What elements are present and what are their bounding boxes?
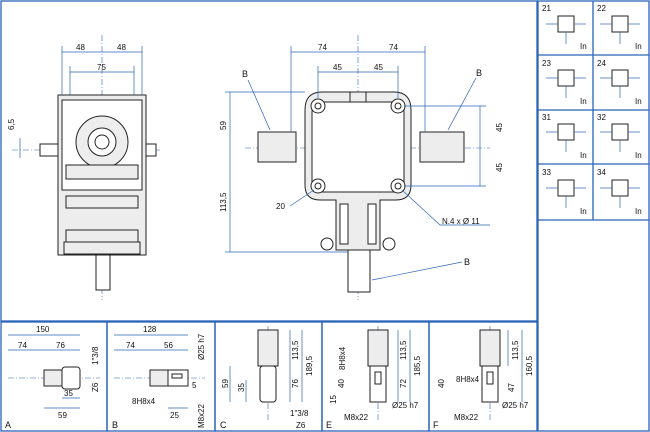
- svg-text:74: 74: [18, 341, 27, 350]
- shaft-label-a: A: [5, 420, 11, 430]
- label-b-right: B: [476, 68, 482, 78]
- svg-text:1"3/8: 1"3/8: [91, 346, 100, 365]
- shaft-label-b: B: [112, 420, 118, 430]
- svg-text:In: In: [580, 151, 587, 160]
- svg-text:Ø25 h7: Ø25 h7: [502, 401, 529, 410]
- dim-side-45-right-top: 45: [495, 123, 504, 132]
- svg-text:1"3/8: 1"3/8: [290, 409, 309, 418]
- svg-text:74: 74: [126, 341, 135, 350]
- svg-text:34: 34: [597, 168, 606, 177]
- svg-text:In: In: [635, 151, 642, 160]
- label-b-bottom: B: [464, 257, 470, 267]
- svg-text:40: 40: [437, 379, 446, 388]
- svg-text:32: 32: [597, 113, 606, 122]
- svg-text:72: 72: [399, 379, 408, 388]
- config-cell-21: 21 In: [542, 4, 587, 51]
- dim-front-6-5: 6,5: [7, 118, 16, 130]
- svg-text:33: 33: [542, 168, 551, 177]
- svg-text:160,5: 160,5: [525, 355, 534, 376]
- shaft-variant-a: 150 74 76 1"3/8 Z6 35 59 A: [5, 325, 100, 430]
- svg-text:40: 40: [337, 379, 346, 388]
- svg-text:113,5: 113,5: [291, 340, 300, 360]
- svg-text:Z6: Z6: [296, 421, 306, 430]
- config-cell-34: 34 In: [597, 168, 642, 216]
- dim-side-20: 20: [276, 202, 285, 211]
- svg-text:59: 59: [221, 379, 230, 388]
- svg-text:76: 76: [56, 341, 65, 350]
- dim-front-48-left: 48: [76, 43, 85, 52]
- svg-text:24: 24: [597, 59, 606, 68]
- dim-side-59: 59: [219, 121, 228, 130]
- svg-text:185,5: 185,5: [413, 355, 422, 376]
- svg-text:47: 47: [507, 383, 516, 392]
- svg-text:8H8x4: 8H8x4: [456, 375, 480, 384]
- dim-side-113-5: 113,5: [219, 192, 228, 212]
- dim-side-45-right: 45: [374, 63, 383, 72]
- svg-text:In: In: [580, 207, 587, 216]
- svg-text:Z6: Z6: [91, 382, 100, 392]
- dim-front-75: 75: [97, 63, 106, 72]
- dim-side-45-right-bottom: 45: [495, 163, 504, 172]
- shaft-label-f: F: [433, 420, 439, 430]
- svg-text:56: 56: [164, 341, 173, 350]
- svg-text:76: 76: [291, 379, 300, 388]
- svg-text:8H8x4: 8H8x4: [132, 397, 156, 406]
- config-cell-33: 33 In: [542, 168, 587, 216]
- svg-text:Ø25 h7: Ø25 h7: [392, 401, 419, 410]
- svg-text:In: In: [635, 207, 642, 216]
- front-view: 48 48 75 6,5: [7, 35, 160, 300]
- config-cell-24: 24 In: [597, 59, 642, 106]
- svg-text:M8x22: M8x22: [454, 413, 479, 422]
- svg-text:21: 21: [542, 4, 551, 13]
- config-cell-31: 31 In: [542, 113, 587, 160]
- shaft-variant-c: 113,5 189,5 76 59 35 1"3/8 Z6 C: [220, 326, 314, 430]
- shaft-label-e: E: [326, 420, 332, 430]
- svg-text:35: 35: [237, 383, 246, 392]
- svg-text:15: 15: [329, 395, 338, 404]
- dim-side-holes: N.4 x Ø 11: [442, 217, 480, 226]
- svg-text:59: 59: [58, 411, 67, 420]
- config-grid: 21 In 22 In 23 In 24: [542, 4, 642, 216]
- shaft-label-c: C: [220, 420, 227, 430]
- side-view: 74 74 45 45 59 113,5 45 45 20 N.4 x Ø 11…: [219, 35, 504, 300]
- svg-text:113,5: 113,5: [511, 340, 520, 360]
- svg-text:In: In: [580, 97, 587, 106]
- svg-text:35: 35: [64, 389, 73, 398]
- config-cell-22: 22 In: [597, 4, 642, 51]
- config-cell-23: 23 In: [542, 59, 587, 106]
- svg-text:5: 5: [192, 381, 197, 390]
- dim-front-48-right: 48: [117, 43, 126, 52]
- shaft-frame-f: [428, 321, 538, 432]
- shaft-variant-b: 128 74 56 Ø25 h7 8H8x4 5 25 M8x22 B: [112, 325, 206, 430]
- svg-text:Ø25 h7: Ø25 h7: [197, 333, 206, 360]
- dim-side-45-left: 45: [333, 63, 342, 72]
- svg-text:M8x22: M8x22: [197, 403, 206, 428]
- svg-text:25: 25: [170, 411, 179, 420]
- svg-text:189,5: 189,5: [305, 355, 314, 376]
- svg-text:128: 128: [143, 325, 157, 334]
- svg-text:In: In: [635, 42, 642, 51]
- svg-text:22: 22: [597, 4, 606, 13]
- svg-text:150: 150: [36, 325, 50, 334]
- dim-side-74-left: 74: [318, 43, 327, 52]
- svg-text:In: In: [635, 97, 642, 106]
- shaft-variant-e: 8H8x4 113,5 185,5 72 40 15 Ø25 h7 M8x22 …: [326, 326, 422, 430]
- svg-text:M8x22: M8x22: [344, 413, 369, 422]
- dim-side-74-right: 74: [389, 43, 398, 52]
- svg-text:23: 23: [542, 59, 551, 68]
- svg-text:8H8x4: 8H8x4: [338, 346, 347, 370]
- svg-text:113,5: 113,5: [399, 340, 408, 360]
- shaft-variant-f: 113,5 160,5 47 40 8H8x4 Ø25 h7 M8x22 F: [433, 326, 534, 430]
- svg-text:31: 31: [542, 113, 551, 122]
- config-cell-32: 32 In: [597, 113, 642, 160]
- svg-text:In: In: [580, 42, 587, 51]
- label-b-left: B: [242, 69, 248, 79]
- main-frame: [0, 0, 538, 322]
